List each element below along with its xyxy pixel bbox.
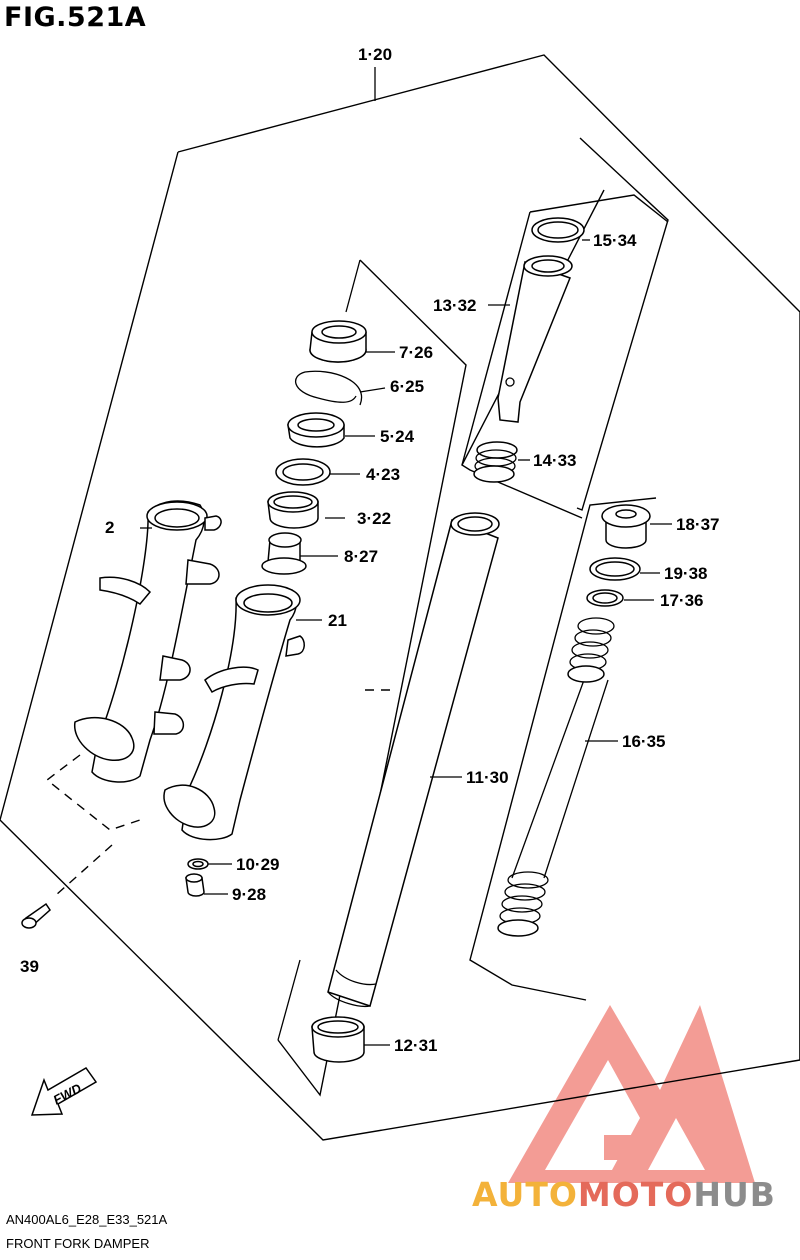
diagram-code: AN400AL6_E28_E33_521A bbox=[6, 1212, 168, 1227]
outer-assembly-frame bbox=[0, 54, 800, 1141]
figure-title: FIG.521A bbox=[4, 2, 147, 33]
cylinder-subgroup-edge bbox=[461, 211, 531, 466]
part-13-damper-cylinder bbox=[497, 255, 573, 423]
callout-10-29: 10·29 bbox=[236, 855, 279, 874]
part-3-bushing bbox=[267, 491, 319, 529]
callout-11-30: 11·30 bbox=[466, 768, 509, 787]
callout-6-25: 6·25 bbox=[390, 377, 424, 396]
callout-39: 39 bbox=[20, 957, 39, 976]
callout-16-35: 16·35 bbox=[622, 732, 665, 751]
part-6-snap-ring bbox=[295, 370, 363, 406]
callout-3-22: 3·22 bbox=[357, 509, 391, 528]
part-15-ring bbox=[531, 217, 585, 243]
part-19-o-ring bbox=[589, 557, 641, 581]
part-14-rebound-spring bbox=[473, 441, 518, 483]
part-9-bolt bbox=[185, 873, 205, 897]
callout-14-33: 14·33 bbox=[533, 451, 576, 470]
part-39-screw bbox=[21, 902, 51, 929]
callout-17-36: 17·36 bbox=[660, 591, 703, 610]
callout-15-34: 15·34 bbox=[593, 231, 637, 250]
callout-1-20: 1·20 bbox=[358, 45, 392, 64]
callout-19-38: 19·38 bbox=[664, 564, 707, 583]
watermark-moto: MOTO bbox=[577, 1175, 694, 1214]
part-16-fork-spring bbox=[497, 617, 615, 937]
callout-5-24: 5·24 bbox=[380, 427, 415, 446]
tube-subgroup-frame bbox=[277, 259, 467, 1097]
part-11-inner-tube bbox=[327, 512, 500, 1008]
part-17-washer bbox=[586, 589, 624, 607]
watermark-hub: HUB bbox=[693, 1175, 776, 1214]
leader-lines bbox=[140, 239, 672, 1046]
cylinder-subgroup-top bbox=[529, 194, 669, 223]
watermark-text: AUTOMOTOHUB bbox=[472, 1175, 776, 1214]
watermark-logo bbox=[508, 1005, 755, 1183]
part-12-bushing bbox=[311, 1016, 365, 1063]
callout-12-31: 12·31 bbox=[394, 1036, 437, 1055]
callout-2: 2 bbox=[105, 518, 114, 537]
damper-subgroup-frame bbox=[576, 137, 669, 511]
spring-subgroup-frame bbox=[469, 497, 657, 1001]
part-8-bushing bbox=[261, 532, 307, 575]
part-4-washer bbox=[275, 458, 331, 486]
callout-21: 21 bbox=[328, 611, 347, 630]
diagram-caption: FRONT FORK DAMPER bbox=[6, 1236, 150, 1251]
fwd-direction-arrow: FWD bbox=[30, 1067, 98, 1116]
callout-13-32: 13·32 bbox=[433, 296, 476, 315]
part-2-outer-tube-left bbox=[74, 500, 222, 783]
part-10-gasket bbox=[187, 858, 209, 870]
part-5-oil-seal bbox=[287, 412, 345, 448]
watermark-auto: AUTO bbox=[472, 1175, 578, 1214]
callout-9-28: 9·28 bbox=[232, 885, 266, 904]
callout-8-27: 8·27 bbox=[344, 547, 378, 566]
part-18-cap-bolt bbox=[601, 504, 651, 549]
callout-7-26: 7·26 bbox=[399, 343, 433, 362]
part-7-dust-seal bbox=[309, 320, 367, 363]
part-21-outer-tube-right bbox=[163, 584, 305, 841]
bolt-guide-line bbox=[45, 754, 141, 831]
callout-18-37: 18·37 bbox=[676, 515, 719, 534]
callout-4-23: 4·23 bbox=[366, 465, 400, 484]
bolt-guide-line-2 bbox=[55, 844, 113, 896]
